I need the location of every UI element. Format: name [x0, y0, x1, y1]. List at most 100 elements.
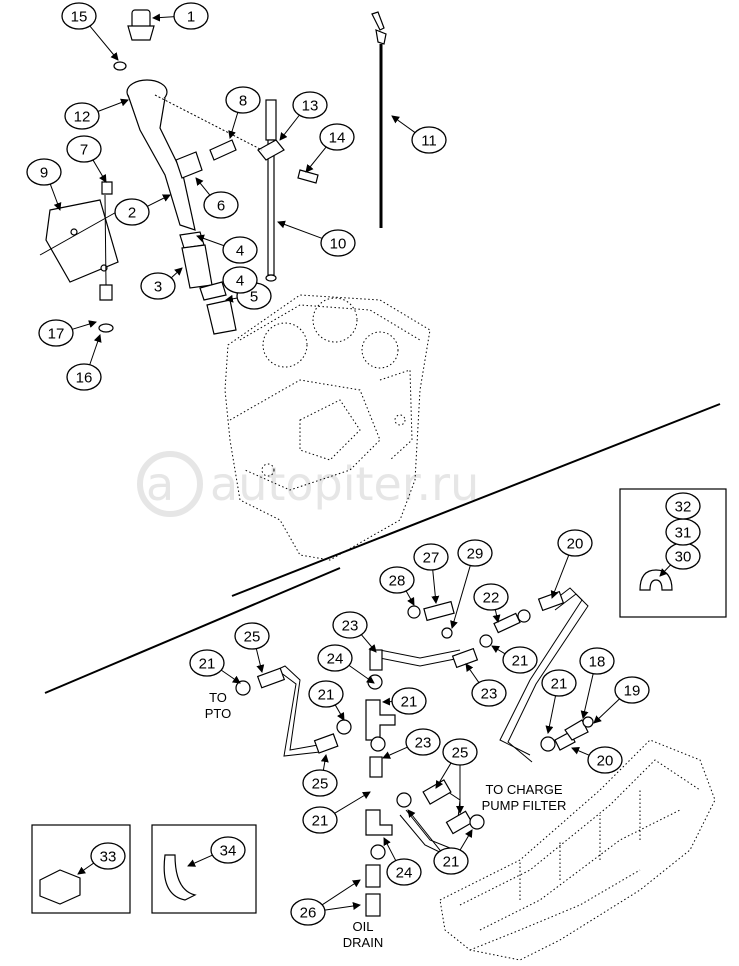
callout-21[interactable]: 21: [308, 680, 344, 708]
callout-4[interactable]: 4: [222, 266, 258, 294]
callout-leader-3: [170, 267, 183, 279]
callout-22[interactable]: 22: [473, 583, 509, 611]
svg-text:a: a: [146, 457, 174, 511]
callout-6[interactable]: 6: [203, 191, 239, 219]
callout-27[interactable]: 27: [413, 543, 449, 571]
callout-8[interactable]: 8: [225, 86, 261, 114]
watermark: a autopiter.ru: [137, 451, 479, 517]
callout-12[interactable]: 12: [64, 102, 100, 130]
label-charge-pump-line2: PUMP FILTER: [482, 798, 567, 813]
callout-32[interactable]: 32: [665, 492, 701, 520]
callout-20[interactable]: 20: [587, 746, 623, 774]
callout-leader-13: [279, 114, 300, 141]
callout-26[interactable]: 26: [290, 898, 326, 926]
section-divider-upper: [231, 403, 721, 597]
callout-20[interactable]: 20: [557, 529, 593, 557]
callout-leader-20: [550, 554, 570, 599]
callout-25[interactable]: 25: [442, 738, 478, 766]
callout-16[interactable]: 16: [66, 363, 102, 391]
callout-13[interactable]: 13: [292, 91, 328, 119]
callout-leader-14: [305, 146, 327, 173]
o-ring-15: [113, 61, 127, 71]
callout-28[interactable]: 28: [379, 566, 415, 594]
inset-box-33: [31, 824, 131, 914]
callout-number: 10: [330, 236, 347, 253]
callout-number: 8: [239, 93, 247, 110]
callout-23[interactable]: 23: [405, 728, 441, 756]
callout-23[interactable]: 23: [471, 679, 507, 707]
callout-21[interactable]: 21: [189, 649, 225, 677]
callout-21[interactable]: 21: [433, 847, 469, 875]
inset-box-34: [151, 824, 257, 914]
callout-21[interactable]: 21: [502, 646, 538, 674]
callout-leader-21: [382, 697, 394, 706]
callout-leader-26: [323, 902, 361, 911]
callout-number: 5: [250, 289, 258, 306]
callout-number: 27: [423, 550, 440, 567]
callout-29[interactable]: 29: [457, 539, 493, 567]
callout-21[interactable]: 21: [302, 806, 338, 834]
callout-leader-26: [321, 879, 361, 906]
callout-number: 22: [483, 590, 500, 607]
callout-number: 21: [199, 656, 216, 673]
label-charge-pump-line1: TO CHARGE: [485, 782, 562, 797]
callout-number: 26: [300, 905, 317, 922]
callout-2[interactable]: 2: [114, 198, 150, 226]
callout-leader-21: [407, 809, 442, 852]
svg-text:autopiter.ru: autopiter.ru: [210, 457, 479, 511]
callout-14[interactable]: 14: [319, 123, 355, 151]
callout-11[interactable]: 11: [411, 126, 447, 154]
label-to-pto-line1: TO: [209, 690, 227, 705]
callout-leader-21: [334, 704, 345, 721]
callout-number: 12: [74, 109, 91, 126]
callout-21[interactable]: 21: [391, 687, 427, 715]
callout-34[interactable]: 34: [210, 836, 246, 864]
callout-leader-28: [405, 590, 415, 606]
callout-number: 20: [567, 536, 584, 553]
callout-1[interactable]: 1: [173, 2, 209, 30]
callout-leaders: [49, 13, 672, 911]
callout-33[interactable]: 33: [90, 842, 126, 870]
callout-number: 19: [624, 683, 641, 700]
callout-leader-33: [77, 862, 95, 875]
callout-leader-20: [571, 747, 591, 757]
dipstick: [371, 11, 387, 228]
callout-leader-4: [196, 234, 225, 247]
callout-leader-1: [152, 13, 176, 22]
callout-17[interactable]: 17: [38, 319, 74, 347]
callout-23[interactable]: 23: [332, 611, 368, 639]
callout-3[interactable]: 3: [140, 272, 176, 300]
callout-leader-21: [220, 669, 241, 684]
callout-18[interactable]: 18: [579, 647, 615, 675]
callout-number: 34: [220, 843, 237, 860]
label-oil-drain-line1: OIL: [353, 919, 374, 934]
callout-number: 4: [236, 243, 244, 260]
callout-24[interactable]: 24: [386, 858, 422, 886]
label-oil-drain-line2: DRAIN: [343, 935, 383, 950]
callout-number: 25: [312, 776, 329, 793]
callout-leader-7: [92, 159, 107, 183]
callout-7[interactable]: 7: [66, 135, 102, 163]
callout-24[interactable]: 24: [317, 644, 353, 672]
callout-number: 9: [40, 165, 48, 182]
callout-leader-6: [195, 177, 211, 196]
callout-leader-23: [360, 634, 377, 653]
callout-leader-25: [435, 762, 452, 789]
callout-4[interactable]: 4: [222, 236, 258, 264]
callout-21[interactable]: 21: [541, 669, 577, 697]
callout-25[interactable]: 25: [234, 622, 270, 650]
callout-leader-10: [277, 220, 324, 240]
callout-leader-15: [89, 25, 119, 61]
callout-leader-25: [320, 754, 329, 771]
callout-31[interactable]: 31: [665, 518, 701, 546]
callout-number: 6: [217, 198, 225, 215]
callout-19[interactable]: 19: [614, 676, 650, 704]
callout-number: 7: [80, 142, 88, 159]
callout-30[interactable]: 30: [665, 542, 701, 570]
callout-9[interactable]: 9: [26, 158, 62, 186]
callout-15[interactable]: 15: [61, 2, 97, 30]
callout-number: 17: [48, 326, 65, 343]
callout-25[interactable]: 25: [302, 769, 338, 797]
callout-10[interactable]: 10: [320, 229, 356, 257]
oil-pan: [439, 739, 716, 961]
